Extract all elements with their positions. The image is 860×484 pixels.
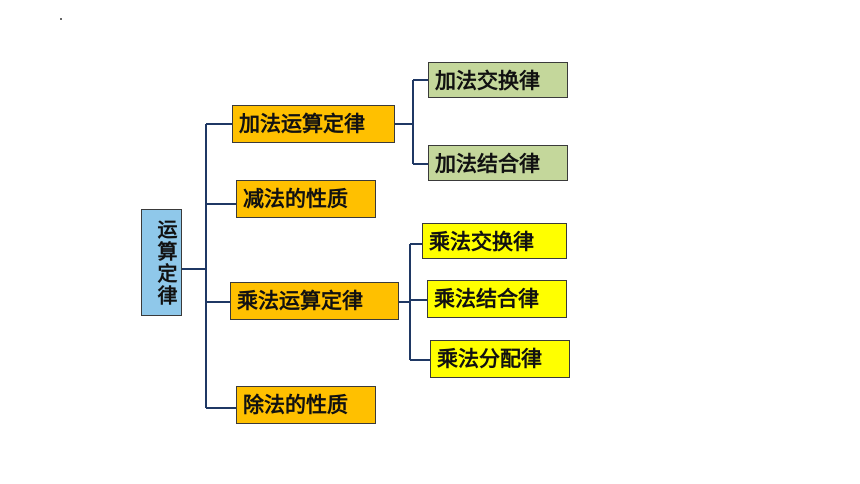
branch-subtraction: 减法的性质 — [236, 180, 376, 218]
addition-commutative-node: 加法交换律 — [428, 62, 568, 98]
root-node: 运算定律 — [141, 209, 182, 316]
multiplication-distributive-node: 乘法分配律 — [430, 340, 570, 378]
branch-multiplication: 乘法运算定律 — [230, 282, 399, 320]
multiplication-associative-node: 乘法结合律 — [427, 280, 567, 318]
multiplication-commutative-node: 乘法交换律 — [422, 223, 567, 259]
addition-associative-node: 加法结合律 — [428, 145, 568, 181]
branch-division: 除法的性质 — [236, 386, 376, 424]
branch-addition: 加法运算定律 — [232, 105, 395, 143]
decorative-dot — [60, 18, 62, 20]
